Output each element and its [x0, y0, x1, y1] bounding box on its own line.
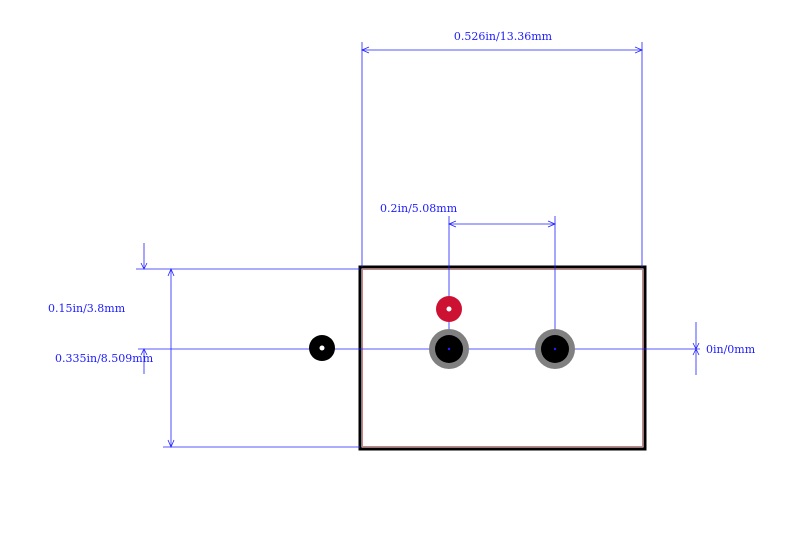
label-offset-vertical: 0.15in/3.8mm — [48, 302, 126, 315]
pad-2-icon — [535, 329, 575, 369]
dimension-offset-vertical — [136, 243, 360, 374]
dimension-overall-height — [163, 267, 360, 449]
dimension-pin-pitch — [447, 216, 557, 349]
component-body — [358, 265, 647, 451]
label-pin-pitch: 0.2in/5.08mm — [380, 202, 458, 215]
pin-one-marker-icon — [436, 296, 462, 322]
pad-1-icon — [429, 329, 469, 369]
body-outline — [358, 265, 647, 451]
label-overall-height: 0.335in/8.509mm — [55, 352, 154, 365]
reference-hole-icon — [309, 335, 335, 361]
label-overall-width: 0.526in/13.36mm — [454, 30, 553, 43]
label-center-offset: 0in/0mm — [706, 343, 756, 356]
dimension-center-offset — [692, 322, 700, 375]
dimension-overall-width — [360, 42, 644, 267]
courtyard-outline — [362, 269, 643, 447]
